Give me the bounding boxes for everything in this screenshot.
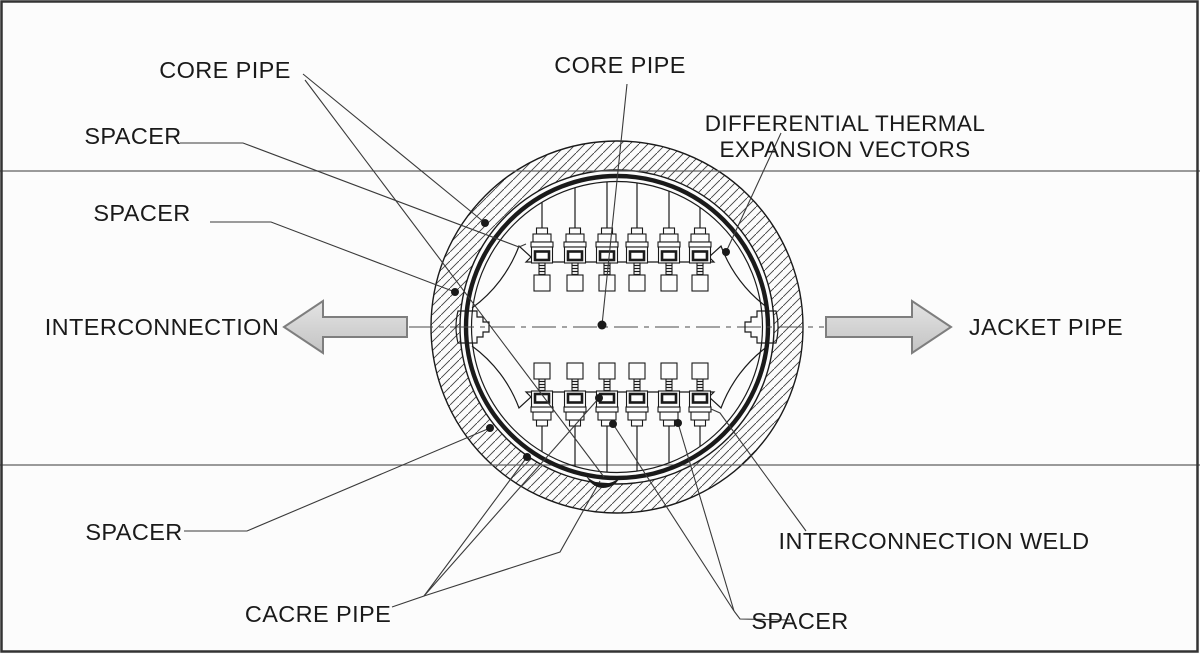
label-differential-thermal-line2: EXPANSION VECTORS — [719, 137, 970, 162]
label-differential-thermal-line1: DIFFERENTIAL THERMAL — [705, 111, 986, 136]
label-spacer-lower-right: SPACER — [751, 608, 848, 634]
label-cacre-pipe: CACRE PIPE — [245, 601, 391, 627]
spacer-clamp-assemblies — [530, 181, 712, 473]
interconnection-weld-mark — [586, 476, 621, 489]
label-core-pipe-left: CORE PIPE — [159, 57, 291, 83]
center-point — [597, 320, 607, 330]
leader-dots — [451, 219, 730, 461]
upper-spacer-saddle — [471, 244, 769, 309]
left-keyed-spacer — [455, 310, 490, 344]
left-expansion-arrow — [282, 299, 408, 355]
label-interconnection: INTERCONNECTION — [45, 314, 279, 340]
lower-spacer-saddle — [471, 345, 769, 410]
label-jacket-pipe: JACKET PIPE — [969, 314, 1123, 340]
label-spacer-mid: SPACER — [93, 200, 190, 226]
label-spacer-lower-left: SPACER — [85, 519, 182, 545]
label-core-pipe-center: CORE PIPE — [554, 52, 686, 78]
right-keyed-spacer — [744, 310, 779, 344]
label-spacer-upper: SPACER — [84, 123, 181, 149]
leader-lines — [180, 73, 807, 621]
label-interconnection-weld: INTERCONNECTION WELD — [779, 528, 1090, 554]
right-expansion-arrow — [825, 299, 953, 355]
